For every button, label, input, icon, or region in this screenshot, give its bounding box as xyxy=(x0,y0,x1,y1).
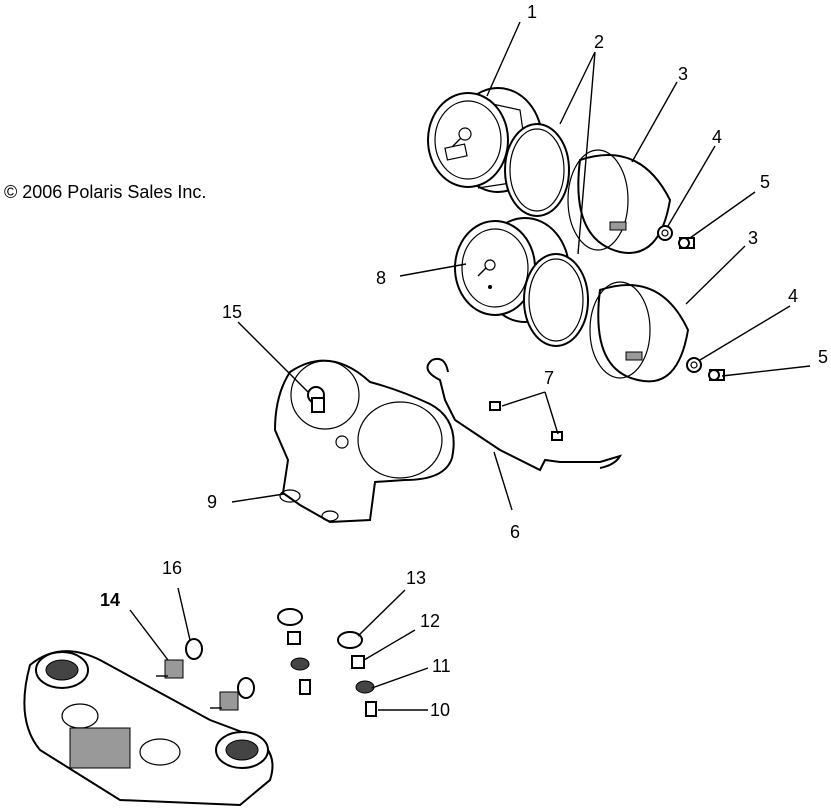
bracket-grommet xyxy=(307,386,325,413)
callout-3-upper: 3 xyxy=(678,64,688,84)
triple-clamp xyxy=(23,650,274,807)
callout-13: 13 xyxy=(406,568,426,588)
callout-9: 9 xyxy=(207,492,217,512)
callout-3-lower: 3 xyxy=(748,228,758,248)
leader-lines xyxy=(129,21,811,711)
callout-2: 2 xyxy=(594,32,604,52)
callout-14: 14 xyxy=(100,590,120,610)
callout-5-lower: 5 xyxy=(818,347,828,367)
gauge-gasket-lower xyxy=(523,253,589,347)
fastener-stack-left xyxy=(277,608,311,695)
callout-1: 1 xyxy=(527,2,537,22)
callout-7: 7 xyxy=(544,368,554,388)
fastener-stack-right xyxy=(337,631,377,717)
wire-harness xyxy=(426,359,623,472)
callout-5-upper: 5 xyxy=(760,172,770,192)
rubber-mount-a xyxy=(156,659,184,679)
callout-15: 15 xyxy=(222,302,242,322)
callout-8: 8 xyxy=(376,268,386,288)
callout-10: 10 xyxy=(430,700,450,720)
gauge-gasket-upper xyxy=(504,123,570,217)
callout-11: 11 xyxy=(432,656,451,676)
callout-4-lower: 4 xyxy=(788,286,798,306)
harness-clip-b xyxy=(551,431,563,441)
copyright-text: © 2006 Polaris Sales Inc. xyxy=(4,182,206,202)
washer-16-a xyxy=(185,638,203,660)
speedometer-gauge xyxy=(427,87,543,193)
harness-clip-a xyxy=(489,401,501,411)
callout-6: 6 xyxy=(510,522,520,542)
washer-16-b xyxy=(237,677,255,699)
callout-12: 12 xyxy=(420,611,440,631)
rubber-mount-b xyxy=(210,691,239,711)
gauge-housing-upper xyxy=(567,149,672,254)
washer-upper xyxy=(657,225,673,241)
gauge-housing-lower xyxy=(589,281,690,383)
washer-lower xyxy=(686,357,702,373)
callout-16: 16 xyxy=(162,558,182,578)
callout-4-upper: 4 xyxy=(712,127,722,147)
